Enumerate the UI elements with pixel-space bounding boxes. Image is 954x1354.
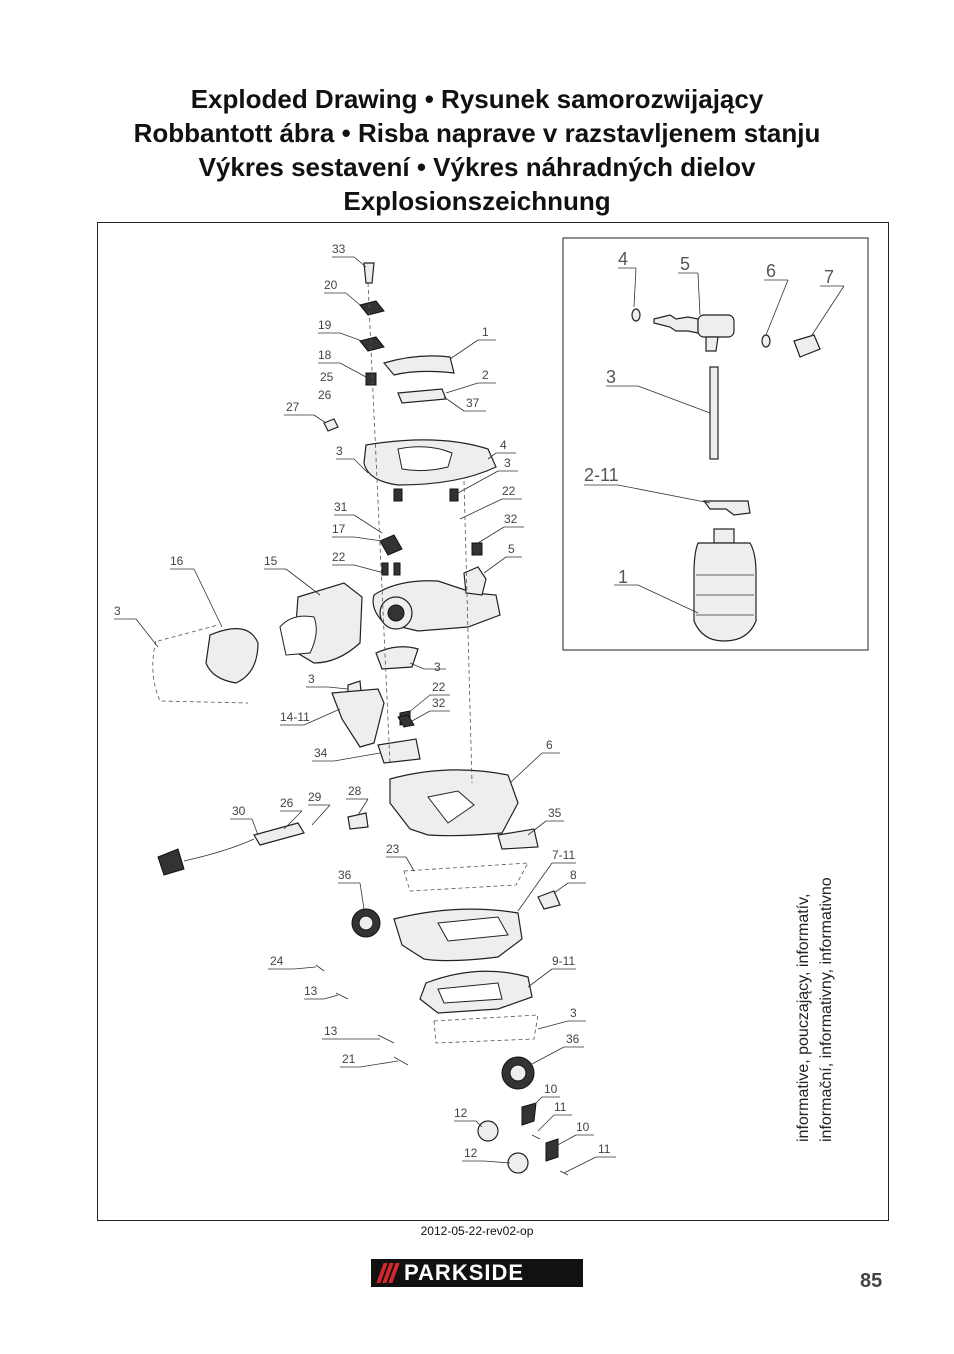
title-line-1: Exploded Drawing • Rysunek samorozwijają… [190, 84, 764, 114]
part-label-16: 16 [170, 554, 184, 568]
part-label-30: 30 [232, 804, 246, 818]
inset-label-2-11: 2-11 [584, 465, 619, 485]
part-label-26b: 26 [280, 796, 294, 810]
part-label-22a: 22 [502, 484, 516, 498]
title-line-4: Explosionszeichnung [343, 186, 611, 216]
part-label-31: 31 [334, 500, 348, 514]
part-label-26a: 26 [318, 388, 332, 402]
part-label-36a: 36 [338, 868, 352, 882]
accessory-inset-labels: 4 5 6 7 3 2-11 1 [584, 249, 834, 587]
part-label-19: 19 [318, 318, 332, 332]
part-label-34: 34 [314, 746, 328, 760]
part-label-10a: 10 [544, 1082, 558, 1096]
part-label-9-11: 9-11 [552, 954, 575, 968]
part-label-32a: 32 [504, 512, 518, 526]
part-label-36b: 36 [566, 1032, 580, 1046]
part-label-2: 2 [482, 368, 489, 382]
part-label-4: 4 [500, 438, 507, 452]
part-label-13a: 13 [304, 984, 318, 998]
inset-label-5: 5 [680, 254, 690, 274]
part-label-22c: 22 [432, 680, 446, 694]
part-label-27: 27 [286, 400, 300, 414]
informative-note-line-2: informační, informativny, informativno [818, 877, 835, 1142]
part-label-12a: 12 [454, 1106, 468, 1120]
part-label-22b: 22 [332, 550, 346, 564]
page-number: 85 [860, 1270, 883, 1292]
logo-slashes-icon [376, 1263, 400, 1283]
part-label-20: 20 [324, 278, 338, 292]
title-line-3: Výkres sestavení • Výkres náhradných die… [198, 152, 756, 182]
title-line-2: Robbantott ábra • Risba naprave v razsta… [133, 118, 821, 148]
part-label-33: 33 [332, 242, 346, 256]
part-label-23: 23 [386, 842, 400, 856]
part-label-14-11: 14-11 [280, 710, 310, 724]
inset-label-7: 7 [824, 267, 834, 287]
part-label-17: 17 [332, 522, 346, 536]
part-label-15: 15 [264, 554, 278, 568]
part-label-8: 8 [570, 868, 577, 882]
part-label-32b: 32 [432, 696, 446, 710]
part-label-3a: 3 [336, 444, 343, 458]
inset-label-6: 6 [766, 261, 776, 281]
informative-note: informative, pouczający, informatív, inf… [792, 877, 838, 1142]
part-label-18: 18 [318, 348, 332, 362]
accessory-inset-parts [584, 267, 845, 642]
part-label-1: 1 [482, 325, 489, 339]
part-label-10b: 10 [576, 1120, 590, 1134]
part-label-5: 5 [508, 542, 515, 556]
part-label-24: 24 [270, 954, 284, 968]
part-label-6: 6 [546, 738, 553, 752]
main-assembly-parts [152, 262, 569, 1176]
part-label-28: 28 [348, 784, 362, 798]
parkside-logo: PARKSIDE [371, 1259, 583, 1287]
page-title: Exploded Drawing • Rysunek samorozwijają… [0, 82, 954, 218]
part-label-37: 37 [466, 396, 480, 410]
part-label-11a: 11 [554, 1100, 567, 1114]
part-label-21: 21 [342, 1052, 356, 1066]
inset-label-4: 4 [618, 249, 628, 269]
inset-label-1: 1 [618, 567, 628, 587]
informative-note-line-1: informative, pouczający, informatív, [795, 893, 812, 1142]
part-label-3d: 3 [434, 660, 441, 674]
accessory-inset-box [562, 237, 869, 651]
part-label-13b: 13 [324, 1024, 338, 1038]
inset-label-3: 3 [606, 367, 616, 387]
part-label-3c: 3 [114, 604, 121, 618]
exploded-drawing: 4 5 6 7 3 2-11 1 [114, 237, 869, 1176]
part-label-3b: 3 [504, 456, 511, 470]
part-label-11b: 11 [598, 1142, 611, 1156]
part-label-25: 25 [320, 370, 334, 384]
part-label-3e: 3 [308, 672, 315, 686]
logo-text: PARKSIDE [404, 1260, 525, 1285]
part-label-29: 29 [308, 790, 322, 804]
main-assembly-labels: 33 20 19 1 18 25 2 26 37 27 4 3 3 22 31 … [114, 242, 611, 1160]
revision-code: 2012-05-22-rev02-op [420, 1224, 534, 1238]
exploded-drawing-frame: 4 5 6 7 3 2-11 1 [97, 222, 889, 1221]
part-label-35: 35 [548, 806, 562, 820]
part-label-3f: 3 [570, 1006, 577, 1020]
part-label-12b: 12 [464, 1146, 478, 1160]
part-label-7-11: 7-11 [552, 848, 575, 862]
main-assembly-leaders [114, 256, 616, 1174]
